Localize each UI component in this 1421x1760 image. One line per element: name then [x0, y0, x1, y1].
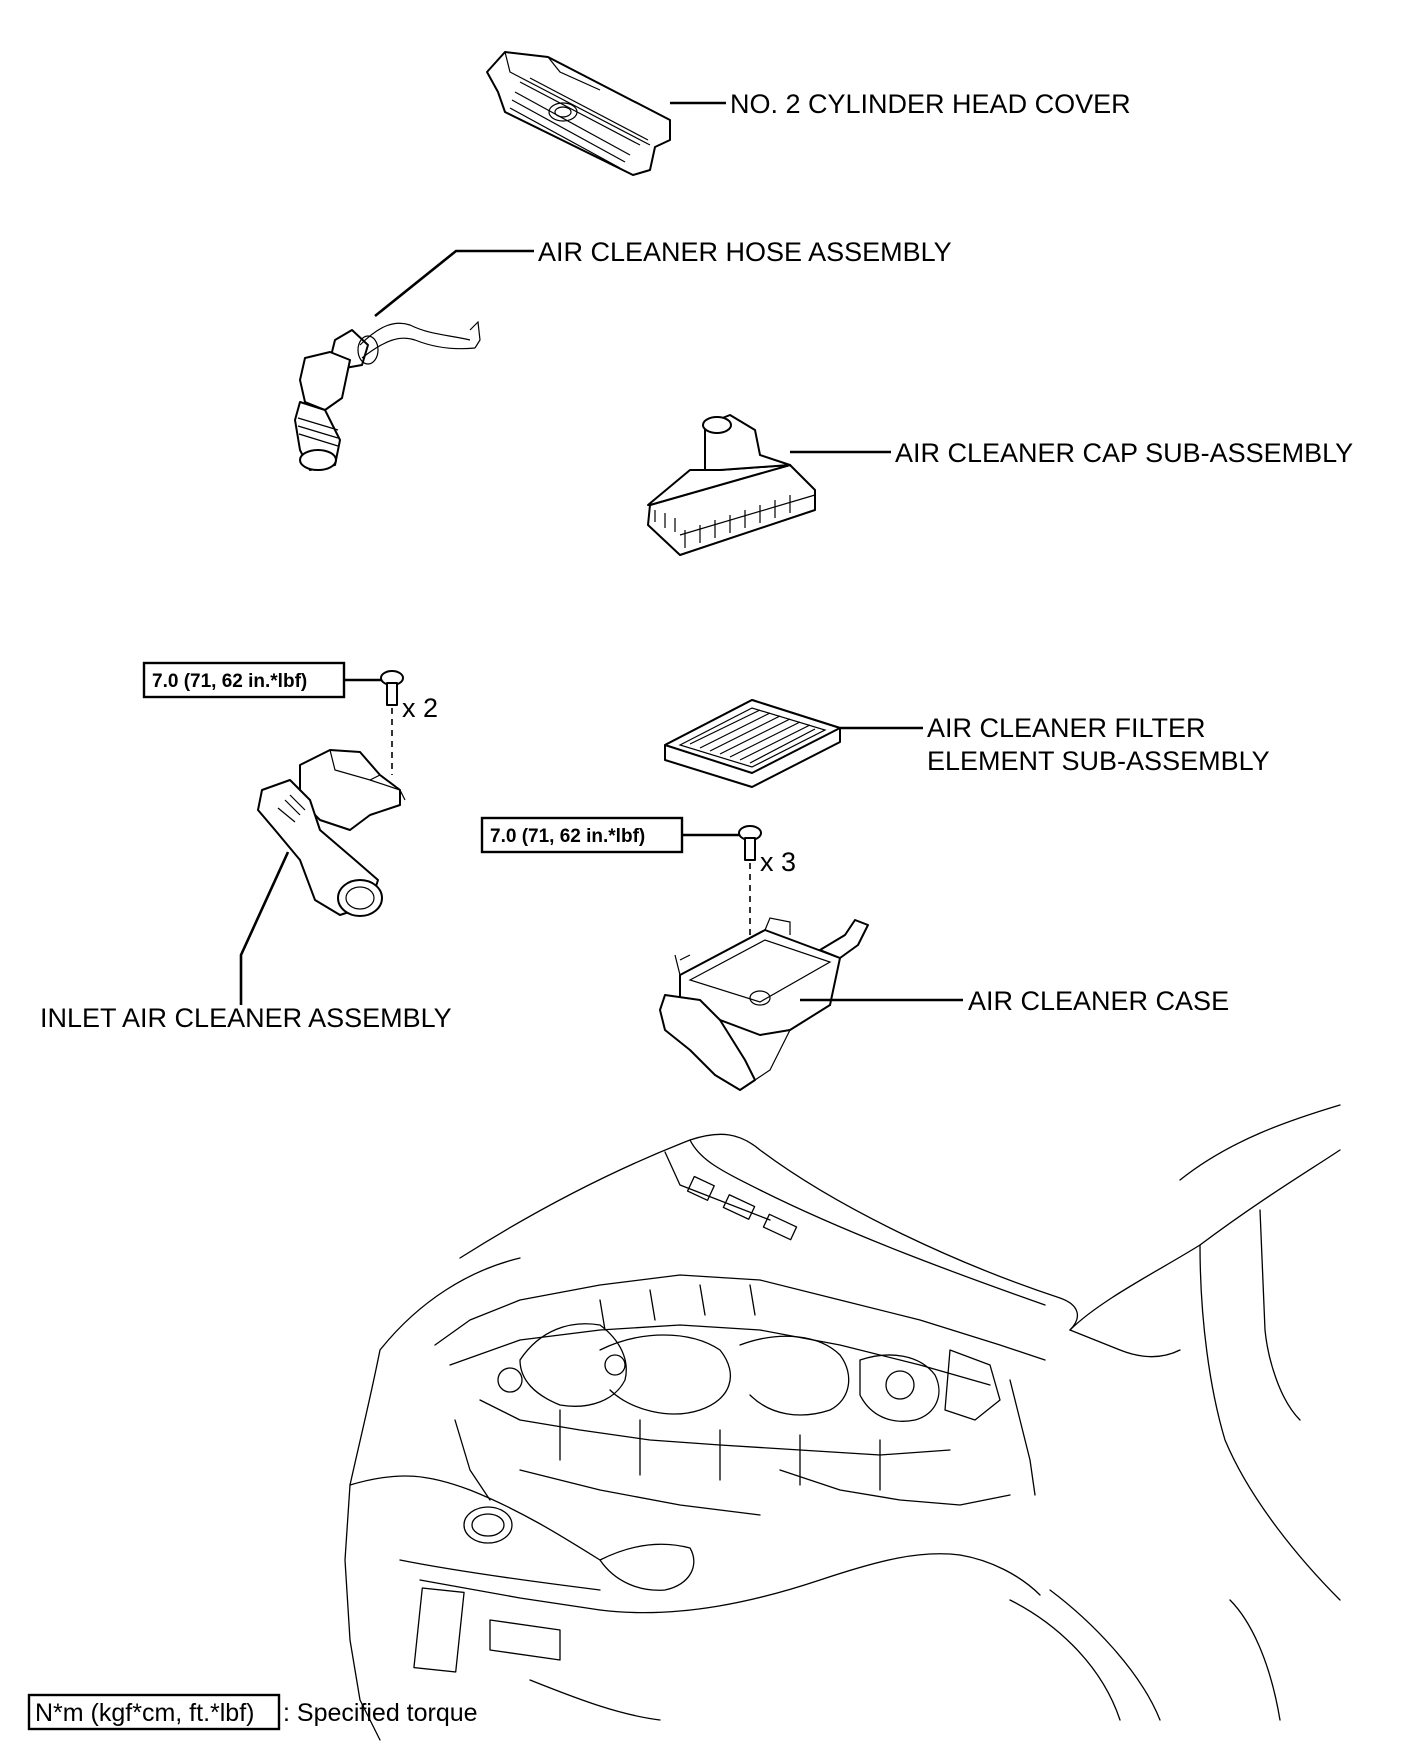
filter-element-drawing: [664, 699, 841, 788]
inlet-torque-value: 7.0 (71, 62 in.*lbf): [152, 671, 307, 692]
air-cleaner-case-drawing: [659, 917, 869, 1091]
air-cleaner-hose-label: AIR CLEANER HOSE ASSEMBLY: [538, 237, 952, 267]
air-cleaner-hose-drawing: [294, 320, 481, 471]
air-cleaner-cap-drawing: [647, 414, 816, 556]
case-bolt-icon: [738, 825, 762, 861]
vehicle-front-illustration: [344, 1104, 1341, 1741]
air-cleaner-cap-label: AIR CLEANER CAP SUB-ASSEMBLY: [895, 438, 1353, 468]
air-cleaner-hose-leader: [374, 249, 534, 318]
inlet-air-cleaner-leader: [239, 851, 290, 1005]
legend-unit-box: [27, 1693, 281, 1731]
inlet-bolt-qty: x 2: [402, 693, 438, 723]
cylinder-head-cover-drawing: [486, 51, 671, 176]
case-torque-box: [480, 816, 684, 854]
inlet-torque-box: [142, 661, 346, 699]
air-cleaner-case-label: AIR CLEANER CASE: [968, 986, 1229, 1016]
case-bolt-qty: x 3: [760, 847, 796, 877]
cylinder-head-cover-label: NO. 2 CYLINDER HEAD COVER: [730, 89, 1131, 119]
inlet-air-cleaner-label: INLET AIR CLEANER ASSEMBLY: [40, 1003, 452, 1033]
filter-element-label-line2: ELEMENT SUB-ASSEMBLY: [927, 746, 1270, 776]
legend-description: : Specified torque: [283, 1699, 478, 1727]
case-torque-value: 7.0 (71, 62 in.*lbf): [490, 826, 645, 847]
inlet-air-cleaner-drawing: [257, 749, 406, 917]
legend-unit-text: N*m (kgf*cm, ft.*lbf): [35, 1699, 254, 1727]
filter-element-label-line1: AIR CLEANER FILTER: [927, 713, 1206, 743]
inlet-bolt-icon: [380, 670, 404, 706]
